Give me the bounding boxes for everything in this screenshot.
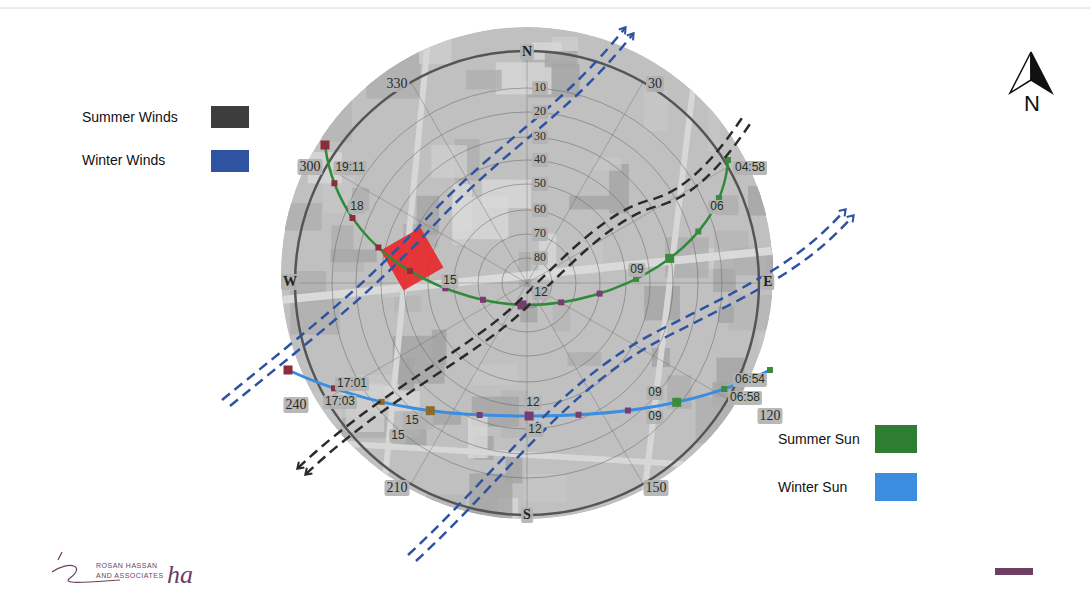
hour-marker [321,141,330,150]
hour-label: 06:54 [733,373,767,387]
hour-marker [672,398,681,407]
hour-label: 15 [389,429,406,443]
hour-marker [407,268,413,274]
summer-wind [298,118,750,474]
elevation-label: 80 [532,251,548,265]
hour-marker [525,412,534,421]
hour-marker [331,180,337,186]
hour-label: 18 [348,200,365,214]
legend-text: Winter Winds [82,152,165,168]
hour-label: 06 [708,200,725,214]
azimuth-spoke [527,283,759,284]
hour-label: 04:58 [733,161,767,175]
winter-sun-path [288,370,770,416]
map-block [742,69,770,82]
logo-text: ha [167,560,193,590]
hour-marker [665,254,674,263]
hour-marker [576,412,582,418]
map-block [361,25,401,39]
map-block [321,59,341,81]
legend-swatch [875,425,917,453]
north-arrow [1010,52,1052,93]
legend-swatch [875,473,917,501]
map-block [627,32,650,47]
compass-point: N [520,44,534,60]
legend-text: Summer Winds [82,109,178,125]
footer-bar [995,568,1033,575]
hour-marker [767,367,773,373]
top-rule [0,8,1090,9]
elevation-label: 20 [532,105,548,119]
aerial-map [280,20,817,530]
azimuth-spoke [527,51,528,283]
hour-label: 15 [403,414,420,428]
hour-label: 09 [628,263,645,277]
logo-text: AND ASSOCIATES [96,572,164,580]
hour-marker [625,408,631,414]
map-block [765,351,784,388]
azimuth-label: 330 [385,76,410,92]
compass-point: W [281,274,299,290]
compass-point: S [521,507,533,523]
azimuth-spoke [527,82,643,283]
map-block [627,501,666,524]
hour-marker [350,215,356,221]
elevation-label: 30 [532,130,548,144]
hour-label: 06:58 [728,391,762,405]
hour-marker [558,299,564,305]
azimuth-label: 210 [385,480,410,496]
hour-marker [695,229,701,235]
hour-label: 19:11 [333,161,366,175]
elevation-label: 40 [532,153,548,167]
sun-chart-grid [295,51,759,515]
azimuth-label: 150 [644,480,669,496]
hour-label: 12 [524,396,541,410]
elevation-label: 60 [532,203,548,217]
map-block [744,422,775,435]
hour-label: 12 [526,423,543,437]
legend-text: Winter Sun [778,479,847,495]
hour-marker [426,406,435,415]
azimuth-label: 240 [284,397,309,413]
hour-markers [284,141,774,421]
summer-sun-path [325,145,728,305]
hour-label: 15 [441,274,458,288]
hour-label: 09 [646,386,663,400]
elevation-label: 50 [532,177,548,191]
azimuth-spoke [527,167,728,283]
hour-marker [284,366,293,375]
elevation-label: 10 [532,81,548,95]
map-block [324,49,355,86]
site-plot [381,228,444,291]
hour-marker [375,245,381,251]
azimuth-spoke [527,283,728,399]
hour-marker [597,291,603,297]
hour-label: 09 [646,410,663,424]
azimuth-label: 300 [298,159,323,175]
azimuth-spoke [411,283,527,484]
elevation-label: 70 [532,227,548,241]
legend-swatch [211,106,249,128]
azimuth-label: 120 [758,408,783,424]
azimuth-spoke [527,283,643,484]
hour-marker [480,297,486,303]
north-label: N [1024,91,1040,116]
logo-text: ROSAN HASSAN [96,562,158,570]
legend-text: Summer Sun [778,431,860,447]
hour-label: 12 [532,286,549,300]
compass-point: E [761,274,774,290]
hour-label: 17:03 [323,395,357,409]
hour-marker [721,386,727,392]
azimuth-label: 30 [646,76,664,92]
hour-label: 17:01 [335,377,369,391]
horizon-ring [295,51,759,515]
hour-marker [477,412,483,418]
legend-swatch [211,150,249,172]
winter-wind [222,28,853,561]
